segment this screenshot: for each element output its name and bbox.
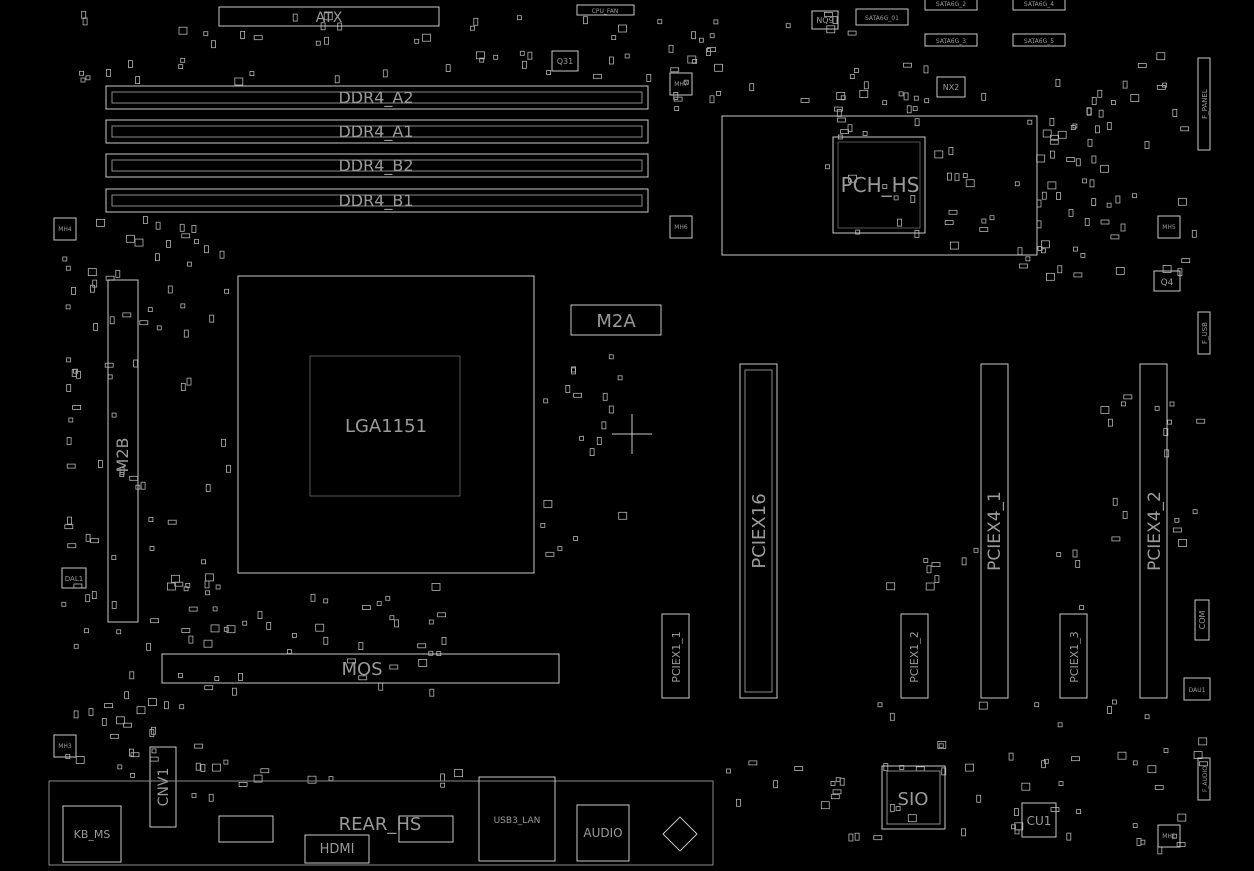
audio-label: AUDIO <box>583 826 622 840</box>
sata-5-label: SATA6G_5 <box>1024 38 1054 45</box>
mh3-label: MH3 <box>58 743 72 750</box>
kb-ms-label: KB_MS <box>74 828 111 841</box>
mh4-label: MH4 <box>58 226 72 233</box>
crosshair-cursor <box>612 414 652 454</box>
atx-label: ATX <box>316 10 343 26</box>
sata-2-label: SATA6G_2 <box>936 1 966 8</box>
nq9-label: NQ9 <box>816 16 833 25</box>
nx2-label: NX2 <box>943 83 960 92</box>
mos-label: MOS <box>341 659 382 680</box>
ddr4-slots: DDR4_A2 DDR4_A1 DDR4_B2 DDR4_B1 <box>105 85 649 213</box>
sio-chip: SIO <box>881 765 946 830</box>
ddr4-a1-label: DDR4_A1 <box>338 122 413 142</box>
sio-label: SIO <box>898 789 929 810</box>
cu1-label: CU1 <box>1027 814 1052 828</box>
com-label: COM <box>1198 611 1207 630</box>
pcie-slots: PCIEX16 PCIEX4_1 PCIEX4_2 PCIEX1_1 PCIEX… <box>661 363 1168 699</box>
ddr4-a2-label: DDR4_A2 <box>338 88 413 108</box>
ddr4-b1-label: DDR4_B1 <box>338 191 413 211</box>
dal1-label: DAL1 <box>65 575 83 583</box>
socket-label: LGA1151 <box>345 416 427 437</box>
sata-4-label: SATA6G_4 <box>1024 1 1054 8</box>
labeled-parts: DAL1 Q31 Q4 NQ9 NX2 MH1 MH3 MH4 MH5 MH6 … <box>53 0 1211 848</box>
mh6-label: MH6 <box>674 224 688 231</box>
pciex4-2-label: PCIEX4_2 <box>1145 491 1165 571</box>
rear-hs-label: REAR_HS <box>339 814 422 835</box>
pciex1-1-label: PCIEX1_1 <box>670 631 683 683</box>
q31-label: Q31 <box>557 57 573 66</box>
m2b-label: M2B <box>113 438 132 473</box>
m2b-slot: M2B <box>107 279 139 623</box>
cnv-label: CNV1 <box>156 768 172 807</box>
pch-label: PCH_HS <box>841 173 920 197</box>
vrm-mos-heatsink: MOS <box>161 653 560 684</box>
mh5-label: MH5 <box>1162 224 1176 231</box>
sata-01-label: SATA6G_01 <box>865 15 899 22</box>
f-usb-label: F_USB <box>1201 322 1209 344</box>
cpu-socket: LGA1151 <box>237 275 535 574</box>
pciex4-1-label: PCIEX4_1 <box>985 491 1005 571</box>
m2a-label: M2A <box>596 311 636 332</box>
f-panel-label: F_PANEL <box>1201 89 1209 119</box>
pciex1-2-label: PCIEX1_2 <box>908 631 921 683</box>
q4-label: Q4 <box>1161 278 1174 288</box>
hdmi-label: HDMI <box>320 842 355 857</box>
ddr4-b2-label: DDR4_B2 <box>338 156 413 176</box>
pch-chipset: PCH_HS <box>721 115 1038 256</box>
pciex1-3-label: PCIEX1_3 <box>1068 631 1081 683</box>
small-component-pads <box>61 10 1208 855</box>
pciex16-label: PCIEX16 <box>749 493 770 568</box>
dau1-label: DAU1 <box>1189 687 1206 694</box>
cnv-connector: CNV1 <box>149 746 177 828</box>
sata-3-label: SATA6G_3 <box>936 38 966 45</box>
m2a-slot: M2A <box>570 304 662 336</box>
mh7-label: MH7 <box>674 81 688 88</box>
atx-power-connector: ATX <box>218 6 440 27</box>
rear-io-area: KB_MS HDMI REAR_HS USB3_LAN AUDIO <box>48 776 714 866</box>
cu1-chip: CU1 <box>1021 802 1057 838</box>
f-audio-label: F_AUDIO <box>1202 766 1209 792</box>
mh1-label: MH1 <box>1162 833 1176 840</box>
usb3-lan-label: USB3_LAN <box>494 816 541 826</box>
cpu-fan-label: CPU_FAN <box>592 8 619 15</box>
